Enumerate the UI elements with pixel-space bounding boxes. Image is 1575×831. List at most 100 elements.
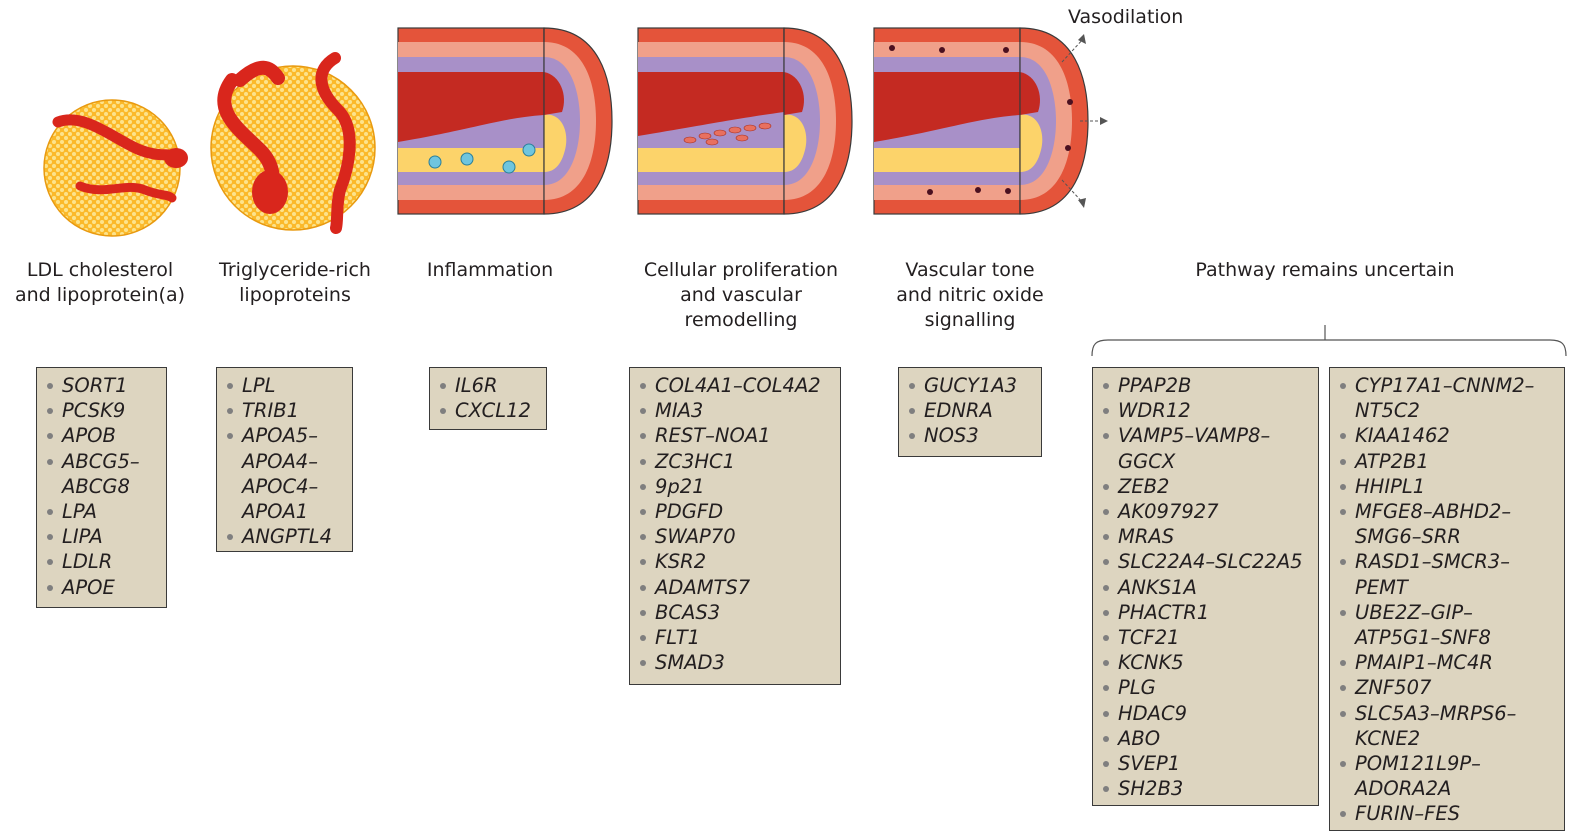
gene-item: CXCL12 (438, 398, 538, 423)
gene-item: KIAA1462 (1338, 423, 1556, 448)
gene-item: SWAP70 (638, 524, 832, 549)
gene-name-text: APOE (62, 575, 158, 600)
gene-name-text: KCNK5 (1118, 650, 1310, 675)
gene-item: LPL (225, 373, 344, 398)
gene-name-text: APOA4– (242, 449, 344, 474)
gene-item: NOS3 (907, 423, 1033, 448)
gene-name-text: GUCY1A3 (924, 373, 1033, 398)
gene-item: SLC5A3–MRPS6–KCNE2 (1338, 701, 1556, 751)
pathway-illustrations (0, 0, 1575, 240)
gene-name-text: FLT1 (655, 625, 832, 650)
gene-name-text: ATP5G1–SNF8 (1355, 625, 1556, 650)
vasodilation-annotation: Vasodilation (1068, 5, 1183, 30)
gene-name-text: GGCX (1118, 449, 1310, 474)
gene-item: ANKS1A (1101, 575, 1310, 600)
gene-item: ZEB2 (1101, 474, 1310, 499)
gene-name-text: EDNRA (924, 398, 1033, 423)
gene-item: EDNRA (907, 398, 1033, 423)
gene-item: REST–NOA1 (638, 423, 832, 448)
gene-name-text: PMAIP1–MC4R (1355, 650, 1556, 675)
gene-name-text: FURIN–FES (1355, 801, 1556, 826)
gene-item: MRAS (1101, 524, 1310, 549)
gene-item: PPAP2B (1101, 373, 1310, 398)
gene-name-text: MIA3 (655, 398, 832, 423)
gene-name-text: ADAMTS7 (655, 575, 832, 600)
gene-item: TRIB1 (225, 398, 344, 423)
gene-item: POM121L9P–ADORA2A (1338, 751, 1556, 801)
gene-name-text: APOC4– (242, 474, 344, 499)
gene-item: ZC3HC1 (638, 449, 832, 474)
gene-item: FURIN–FES (1338, 801, 1556, 826)
artery-vascular-tone-icon (874, 28, 1108, 214)
gene-name-text: TCF21 (1118, 625, 1310, 650)
gene-name-text: PCSK9 (62, 398, 158, 423)
gene-name-text: ANGPTL4 (242, 524, 344, 549)
gene-name-text: APOA5– (242, 423, 344, 448)
gene-item: ANGPTL4 (225, 524, 344, 549)
gene-name-text: PHACTR1 (1118, 600, 1310, 625)
artery-inflammation-icon (398, 28, 612, 214)
gene-name-text: PLG (1118, 675, 1310, 700)
gene-name-text: 9p21 (655, 474, 832, 499)
gene-name-text: SVEP1 (1118, 751, 1310, 776)
triglyceride-particle-icon (211, 58, 375, 230)
gene-name-text: KIAA1462 (1355, 423, 1556, 448)
gene-name-text: SMG6–SRR (1355, 524, 1556, 549)
gene-name-text: ATP2B1 (1355, 449, 1556, 474)
gene-name-text: POM121L9P– (1355, 751, 1556, 776)
gene-item: KSR2 (638, 549, 832, 574)
gene-item: HDAC9 (1101, 701, 1310, 726)
gene-name-text: ANKS1A (1118, 575, 1310, 600)
gene-name-text: KSR2 (655, 549, 832, 574)
gene-item: AK097927 (1101, 499, 1310, 524)
gene-item: ATP2B1 (1338, 449, 1556, 474)
gene-item: PLG (1101, 675, 1310, 700)
gene-item: COL4A1–COL4A2 (638, 373, 832, 398)
gene-name-text: SLC22A4–SLC22A5 (1118, 549, 1310, 574)
gene-item: HHIPL1 (1338, 474, 1556, 499)
gene-item: APOE (45, 575, 158, 600)
gene-item: BCAS3 (638, 600, 832, 625)
gene-item: KCNK5 (1101, 650, 1310, 675)
gene-name-text: SORT1 (62, 373, 158, 398)
gene-item: ABO (1101, 726, 1310, 751)
gene-name-text: TRIB1 (242, 398, 344, 423)
uncertain-bracket (1090, 322, 1568, 362)
gene-name-text: ZNF507 (1355, 675, 1556, 700)
gene-name-text: ZC3HC1 (655, 449, 832, 474)
gene-item: LPA (45, 499, 158, 524)
gene-name-text: ABCG8 (62, 474, 158, 499)
gene-name-text: LIPA (62, 524, 158, 549)
gene-name-text: PEMT (1355, 575, 1556, 600)
artery-proliferation-icon (638, 28, 852, 214)
gene-item: WDR12 (1101, 398, 1310, 423)
gene-name-text: AK097927 (1118, 499, 1310, 524)
gene-name-text: MFGE8–ABHD2– (1355, 499, 1556, 524)
gene-item: ADAMTS7 (638, 575, 832, 600)
ldl-particle-icon (44, 100, 188, 236)
gene-item: ZNF507 (1338, 675, 1556, 700)
gene-name-text: PDGFD (655, 499, 832, 524)
gene-name-text: VAMP5–VAMP8– (1118, 423, 1310, 448)
gene-name-text: COL4A1–COL4A2 (655, 373, 832, 398)
gene-item: RASD1–SMCR3–PEMT (1338, 549, 1556, 599)
gene-item: PDGFD (638, 499, 832, 524)
gene-name-text: ABO (1118, 726, 1310, 751)
gene-item: LDLR (45, 549, 158, 574)
gene-name-text: REST–NOA1 (655, 423, 832, 448)
gene-item: APOB (45, 423, 158, 448)
gene-name-text: APOB (62, 423, 158, 448)
gene-item: LIPA (45, 524, 158, 549)
gene-name-text: LDLR (62, 549, 158, 574)
gene-name-text: UBE2Z–GIP– (1355, 600, 1556, 625)
gene-item: SMAD3 (638, 650, 832, 675)
